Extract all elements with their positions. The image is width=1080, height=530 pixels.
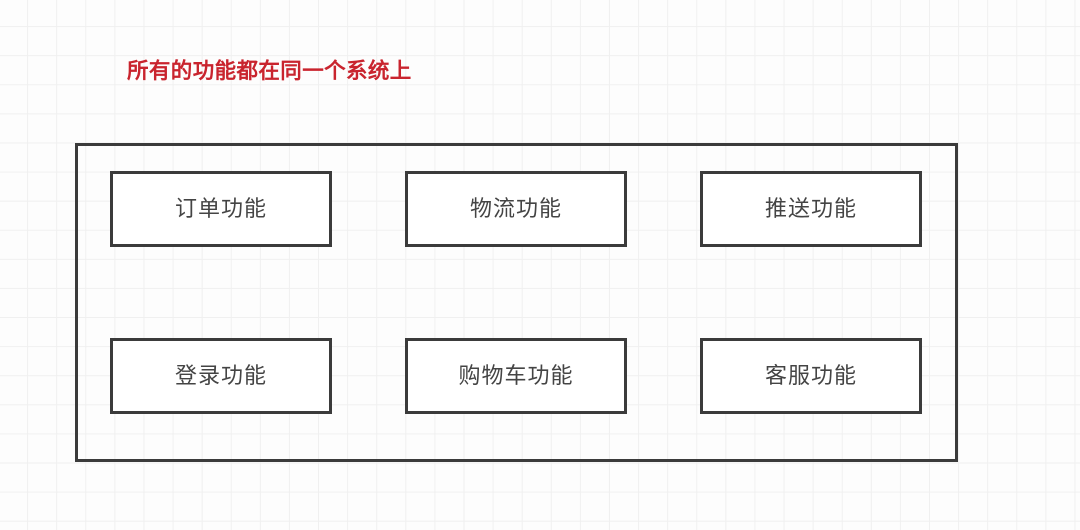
- feature-box-customer-service[interactable]: 客服功能: [700, 338, 922, 414]
- feature-box-login[interactable]: 登录功能: [110, 338, 332, 414]
- feature-label: 订单功能: [174, 196, 267, 221]
- feature-box-grid: 订单功能 物流功能 推送功能 登录功能 购物车功能 客服功能: [110, 171, 923, 414]
- system-boundary-box: [75, 143, 958, 462]
- feature-box-push[interactable]: 推送功能: [700, 171, 922, 247]
- feature-box-order[interactable]: 订单功能: [110, 171, 332, 247]
- feature-label: 客服功能: [764, 363, 857, 388]
- feature-label: 购物车功能: [458, 363, 574, 388]
- feature-label: 登录功能: [174, 363, 267, 388]
- feature-label: 推送功能: [764, 196, 857, 221]
- diagram-title: 所有的功能都在同一个系统上: [127, 59, 412, 83]
- feature-box-logistics[interactable]: 物流功能: [405, 171, 627, 247]
- feature-label: 物流功能: [469, 196, 562, 221]
- feature-box-shopping-cart[interactable]: 购物车功能: [405, 338, 627, 414]
